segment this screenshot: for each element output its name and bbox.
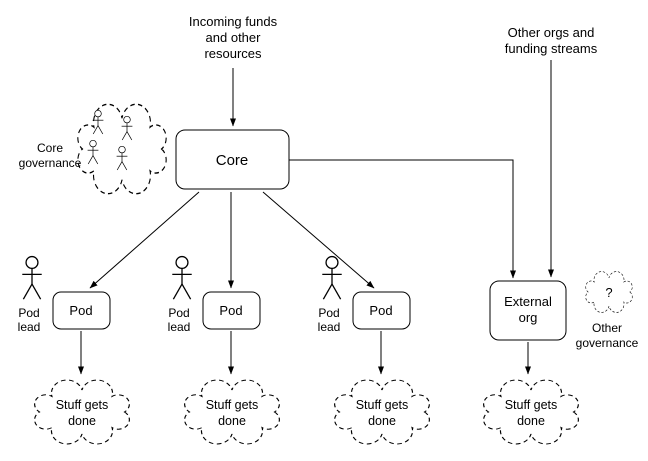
core-node: Core — [175, 129, 290, 190]
incoming-funds-line1: Incoming funds — [189, 14, 278, 29]
arrow-core-to-pod-3 — [262, 191, 375, 289]
output-label-line1: Stuff gets — [505, 398, 558, 412]
other-governance-label-line1: Other — [592, 321, 622, 335]
output-cloud-shape — [483, 379, 579, 445]
pod-lead-label-line2: lead — [18, 320, 41, 334]
pod-lead-icon — [171, 255, 193, 300]
pod-lead-label-line1: Pod — [168, 306, 189, 320]
pod-label: Pod — [369, 303, 392, 318]
arrow-core-to-pod-1 — [89, 191, 200, 289]
core-governance-line1: Core — [37, 141, 63, 155]
output-label-line2: done — [218, 414, 246, 428]
other-orgs-line1: Other orgs and — [508, 25, 595, 40]
external-org-label-line2: org — [519, 310, 538, 325]
external-org-node: External org Stuff gets done — [483, 280, 579, 445]
other-governance-node: ? Other governance — [576, 271, 639, 350]
output-label-line1: Stuff gets — [206, 398, 259, 412]
output-label-line1: Stuff gets — [356, 398, 409, 412]
pod-2-node: Pod lead Pod Stuff gets done — [168, 255, 280, 445]
other-orgs-line2: funding streams — [505, 41, 598, 56]
pod-lead-label-line2: lead — [318, 320, 341, 334]
external-org-box — [489, 280, 567, 341]
pod-box — [202, 291, 261, 330]
core-governance-label: Core governance — [19, 141, 82, 170]
output-label-line2: done — [517, 414, 545, 428]
pod-label: Pod — [69, 303, 92, 318]
other-governance-symbol: ? — [605, 285, 612, 300]
pod-lead-label-line1: Pod — [18, 306, 39, 320]
core-governance-line2: governance — [19, 156, 82, 170]
pod-1-node: Pod lead Pod Stuff gets done — [18, 255, 130, 445]
other-orgs-label: Other orgs and funding streams — [505, 25, 598, 56]
other-governance-label-line2: governance — [576, 336, 639, 350]
external-org-label-line1: External — [504, 294, 552, 309]
output-label-line1: Stuff gets — [56, 398, 109, 412]
pod-lead-label-line2: lead — [168, 320, 191, 334]
pod-label: Pod — [219, 303, 242, 318]
output-cloud-shape — [334, 379, 430, 445]
pod-box — [352, 291, 411, 330]
pod-lead-icon — [21, 255, 43, 300]
incoming-funds-line3: resources — [204, 46, 262, 61]
incoming-funds-line2: and other — [206, 30, 262, 45]
output-label-line2: done — [68, 414, 96, 428]
arrow-core-to-external-org — [289, 159, 516, 279]
incoming-funds-label: Incoming funds and other resources — [189, 14, 278, 61]
output-cloud-shape — [184, 379, 280, 445]
core-label: Core — [216, 152, 249, 169]
pod-lead-icon — [321, 255, 343, 300]
pod-lead-label-line1: Pod — [318, 306, 339, 320]
pod-box — [52, 291, 111, 330]
pod-3-node: Pod lead Pod Stuff gets done — [318, 255, 430, 445]
core-governance-cloud — [77, 103, 167, 195]
output-label-line2: done — [368, 414, 396, 428]
output-cloud-shape — [34, 379, 130, 445]
